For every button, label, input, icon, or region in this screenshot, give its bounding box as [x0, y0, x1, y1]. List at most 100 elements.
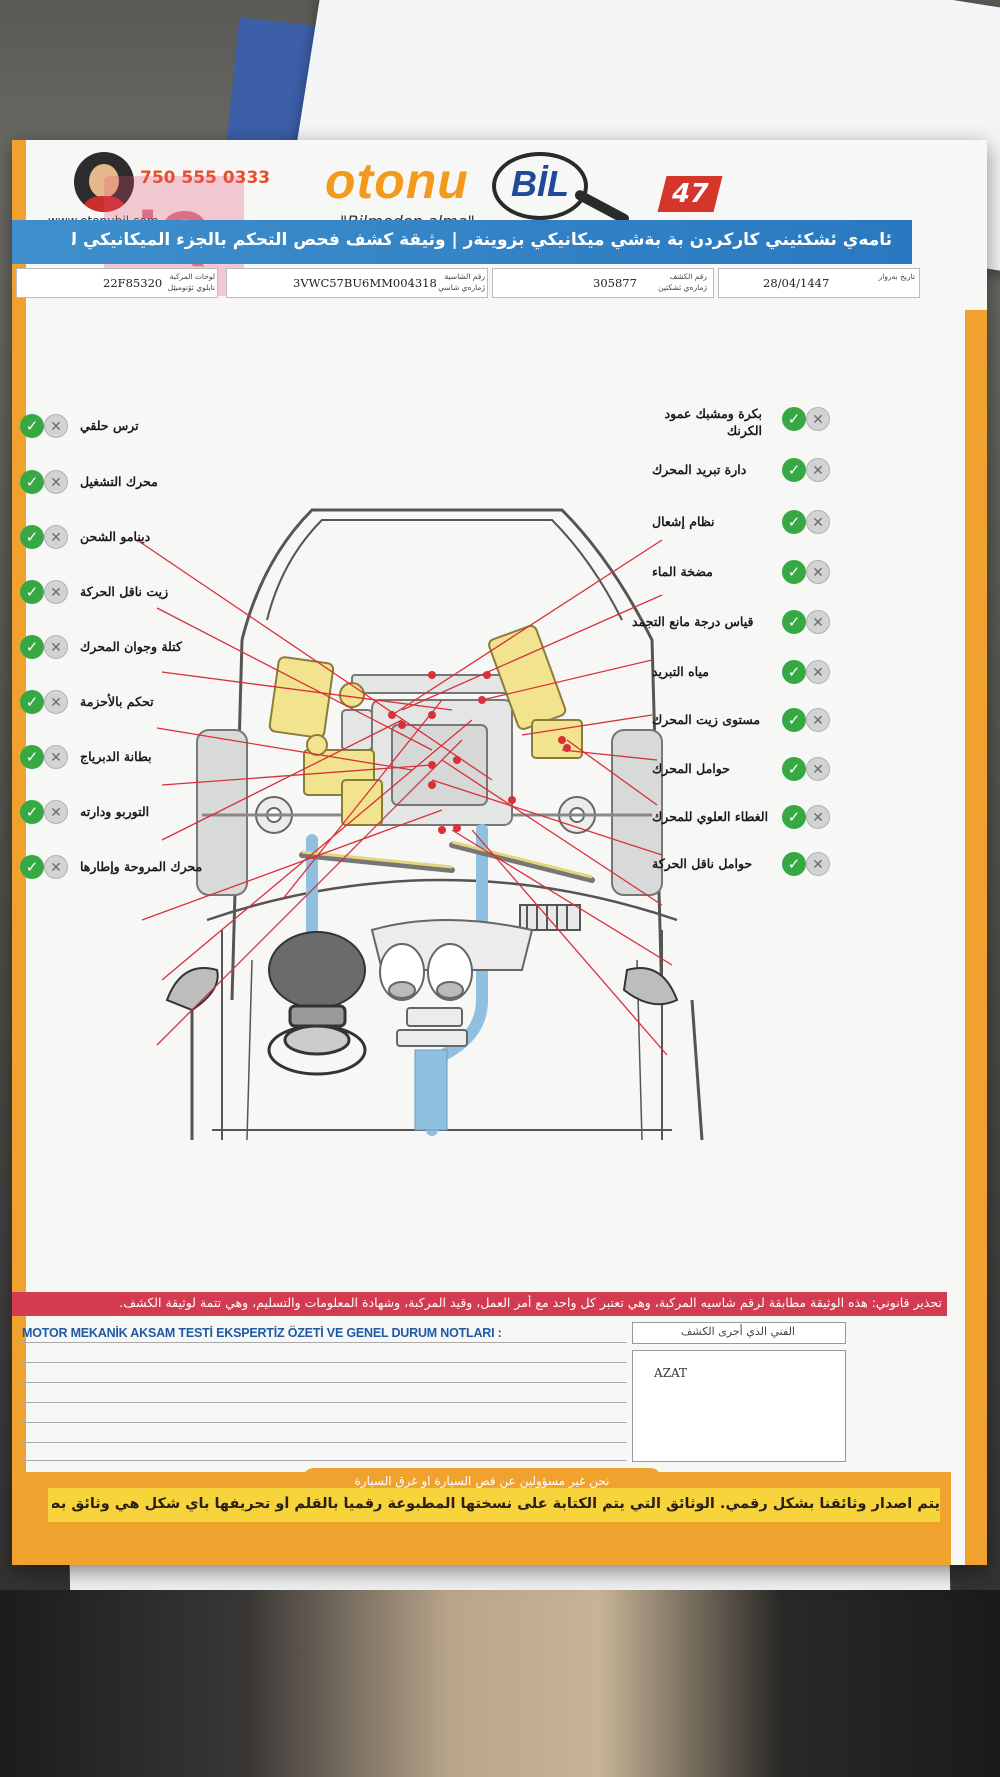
date-value: 28/04/1447 [763, 276, 830, 290]
check-icon[interactable]: ✓ [782, 852, 806, 876]
date-label: تاريخ بەروار [878, 272, 915, 281]
check-icon[interactable]: ✓ [782, 757, 806, 781]
cross-icon[interactable]: ✕ [806, 610, 830, 634]
cross-icon[interactable]: ✕ [44, 580, 68, 604]
sheet-left-stripe [12, 140, 26, 1565]
plate-label: لوحات المركبة تابلوي ئۆتومبێل [167, 272, 215, 292]
item-label: محرك التشغيل [80, 474, 158, 489]
inspection-sheet: 750 555 0333 www.otonubil.com iQ otonu B… [12, 140, 987, 1565]
cross-icon[interactable]: ✕ [44, 855, 68, 879]
check-icon[interactable]: ✓ [782, 407, 806, 431]
item-label: محرك المروحة وإطارها [80, 859, 203, 874]
cross-icon[interactable]: ✕ [806, 458, 830, 482]
item-label: دينامو الشحن [80, 529, 151, 544]
cross-icon[interactable]: ✕ [806, 407, 830, 431]
cross-icon[interactable]: ✕ [44, 690, 68, 714]
brand-logo-bil: BİL [492, 152, 588, 220]
floor-background [0, 1590, 1000, 1777]
item-label: بكرة ومشبك عمود الكرنك [664, 406, 762, 438]
check-icon[interactable]: ✓ [20, 745, 44, 769]
legal-warning-text: تحذير قانوني: هذه الوثيقة مطابقة لرقم شا… [119, 1295, 942, 1310]
dashboard [370, 919, 534, 1047]
cross-icon[interactable]: ✕ [806, 708, 830, 732]
item-label: قياس درجة مانع التجمد [632, 614, 754, 629]
item-label: حوامل المحرك [652, 761, 730, 776]
check-icon[interactable]: ✓ [20, 635, 44, 659]
cross-icon[interactable]: ✕ [44, 414, 68, 438]
check-icon[interactable]: ✓ [782, 510, 806, 534]
cross-icon[interactable]: ✕ [806, 852, 830, 876]
sheet-right-stripe [965, 310, 987, 1565]
item-label: مضخة الماء [652, 564, 713, 579]
cross-icon[interactable]: ✕ [806, 805, 830, 829]
check-icon[interactable]: ✓ [20, 855, 44, 879]
item-label: الغطاء العلوي للمحرك [652, 809, 769, 824]
cross-icon[interactable]: ✕ [806, 510, 830, 534]
item-label: مستوى زيت المحرك [652, 712, 761, 727]
plate-value: 22F85320 [103, 276, 163, 290]
check-icon[interactable]: ✓ [20, 414, 44, 438]
check-icon[interactable]: ✓ [20, 690, 44, 714]
cross-icon[interactable]: ✕ [44, 800, 68, 824]
check-icon[interactable]: ✓ [20, 580, 44, 604]
engine-bay-diagram [136, 508, 704, 1141]
footer-digital-notice: يتم اصدار وثائقنا بشكل رقمي. الوثائق الت… [52, 1496, 940, 1512]
check-icon[interactable]: ✓ [782, 610, 806, 634]
check-icon[interactable]: ✓ [782, 458, 806, 482]
pointer-lines [136, 539, 673, 1056]
chassis-value: 3VWC57BU6MM004318 [293, 276, 437, 290]
info-fields: 22F85320 لوحات المركبة تابلوي ئۆتومبێل 3… [16, 268, 976, 302]
notes-line [22, 1342, 627, 1343]
check-icon[interactable]: ✓ [20, 470, 44, 494]
cross-icon[interactable]: ✕ [806, 660, 830, 684]
title-bar [12, 220, 912, 264]
pipe-end [414, 1049, 448, 1131]
item-label: بطانة الدبرياج [80, 749, 152, 764]
date-field: 28/04/1447 تاريخ بەروار [718, 268, 920, 298]
technician-label-box [632, 1322, 846, 1344]
notes-title: MOTOR MEKANİK AKSAM TESTİ EKSPERTİZ ÖZET… [22, 1326, 502, 1340]
cross-icon[interactable]: ✕ [44, 470, 68, 494]
notes-line[interactable] [22, 1460, 627, 1461]
steering-wheel [267, 1004, 367, 1076]
chassis-label: رقم الشاسية ژمارەي شاسي [438, 272, 485, 292]
notes-line[interactable] [22, 1382, 627, 1383]
item-label: مياه التبريد [652, 664, 709, 679]
notes-line[interactable] [22, 1402, 627, 1403]
cross-icon[interactable]: ✕ [44, 745, 68, 769]
cross-icon[interactable]: ✕ [806, 560, 830, 584]
item-label: حوامل ناقل الحركة [652, 856, 753, 871]
check-icon[interactable]: ✓ [782, 660, 806, 684]
legal-warning-bar [12, 1292, 947, 1316]
cross-icon[interactable]: ✕ [44, 635, 68, 659]
check-icon[interactable]: ✓ [20, 800, 44, 824]
report-number-value: 305877 [593, 276, 637, 290]
technician-box [632, 1350, 846, 1462]
check-icon[interactable]: ✓ [782, 805, 806, 829]
cross-icon[interactable]: ✕ [44, 525, 68, 549]
pointer-dots [388, 671, 571, 834]
vent-grille [519, 904, 581, 931]
technician-label: الفني الذي أجرى الكشف [681, 1325, 795, 1338]
item-label: كتلة وجوان المحرك [80, 639, 182, 654]
wipers [299, 842, 595, 883]
check-icon[interactable]: ✓ [20, 525, 44, 549]
wiper-blades [301, 840, 593, 879]
operator-avatar-icon [74, 152, 134, 212]
item-label: نظام إشعال [652, 514, 715, 529]
footer-disclaimer: نحن غير مسؤولين عن قص السيارة او غرق الس… [354, 1474, 610, 1488]
document-title: ئامەي ئشكئيني كاركردن بة بةشي ميكانيكي ب… [72, 230, 892, 250]
check-icon[interactable]: ✓ [782, 560, 806, 584]
footer-notice-bar [48, 1488, 940, 1522]
wheel-arches [196, 729, 663, 896]
notes-line[interactable] [22, 1422, 627, 1423]
item-label: التوربو ودارته [80, 804, 150, 819]
check-icon[interactable]: ✓ [782, 708, 806, 732]
plate-field: 22F85320 لوحات المركبة تابلوي ئۆتومبێل [16, 268, 218, 298]
brand-logo-otonu: otonu [325, 153, 469, 209]
report-field: 305877 رقم الكشف ژمارەي ئشكئين [492, 268, 714, 298]
notes-line[interactable] [22, 1442, 627, 1443]
cross-icon[interactable]: ✕ [806, 757, 830, 781]
engine-block [341, 674, 513, 826]
notes-line[interactable] [22, 1362, 627, 1363]
